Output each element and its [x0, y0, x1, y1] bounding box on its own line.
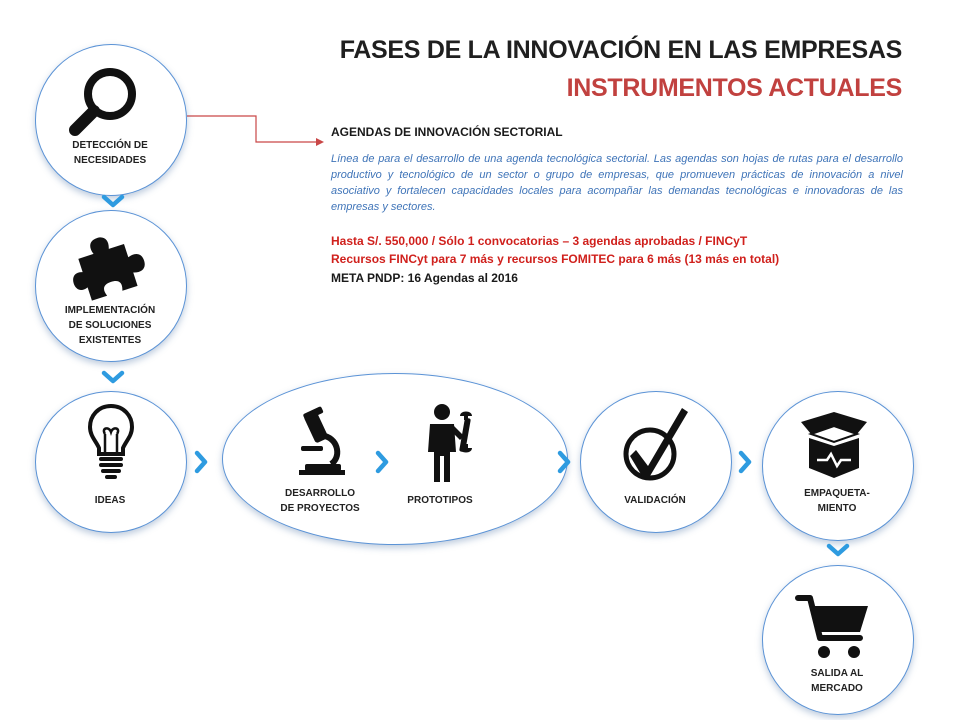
phase-ideas[interactable]	[35, 391, 187, 533]
page-subtitle: INSTRUMENTOS ACTUALES	[566, 74, 903, 102]
box-icon	[801, 412, 867, 478]
phase-implementacion[interactable]	[35, 210, 187, 362]
info-heading: AGENDAS DE INNOVACIÓN SECTORIAL	[331, 125, 563, 139]
magnifier-icon	[69, 68, 136, 136]
phase-implementacion-label: IMPLEMENTACIÓN DE SOLUCIONES EXISTENTES	[64, 305, 156, 346]
lightbulb-icon	[87, 403, 135, 479]
chevron-right-icon	[375, 450, 389, 474]
page-title: FASES DE LA INNOVACIÓN EN LAS EMPRESAS	[339, 36, 903, 64]
chevron-down-icon	[826, 543, 850, 557]
puzzle-icon	[73, 237, 145, 301]
phase-salida-label: SALIDA AL MERCADO	[810, 668, 864, 694]
phase-group-desarrollo-prototipos	[222, 373, 568, 545]
phase-prototipos-label: PROTOTIPOS	[407, 495, 473, 506]
phase-validacion-label: VALIDACIÓN	[624, 495, 686, 506]
worker-wrench-icon	[428, 404, 472, 482]
info-fact-funding: Hasta S/. 550,000 / Sólo 1 convocatorias…	[331, 234, 748, 248]
info-fact-resources: Recursos FINCyt para 7 más y recursos FO…	[331, 252, 780, 266]
phase-ideas-label: IDEAS	[94, 495, 126, 506]
chevron-down-icon	[101, 370, 125, 384]
info-fact-meta: META PNDP: 16 Agendas al 2016	[331, 271, 518, 285]
info-description: Línea de para el desarrollo de una agend…	[331, 153, 903, 213]
checkmark-icon	[623, 408, 688, 481]
chevron-right-icon	[557, 450, 571, 474]
chevron-down-icon	[101, 194, 125, 208]
shopping-cart-icon	[795, 595, 868, 658]
phase-empaquetamiento-label: EMPAQUETA- MIENTO	[804, 488, 870, 514]
chevron-right-icon	[738, 450, 752, 474]
chevron-right-icon	[194, 450, 208, 474]
phase-desarrollo-label: DESARROLLO DE PROYECTOS	[280, 488, 360, 514]
microscope-icon	[299, 406, 345, 475]
phase-deteccion-label: DETECCIÓN DE NECESIDADES	[72, 140, 148, 166]
